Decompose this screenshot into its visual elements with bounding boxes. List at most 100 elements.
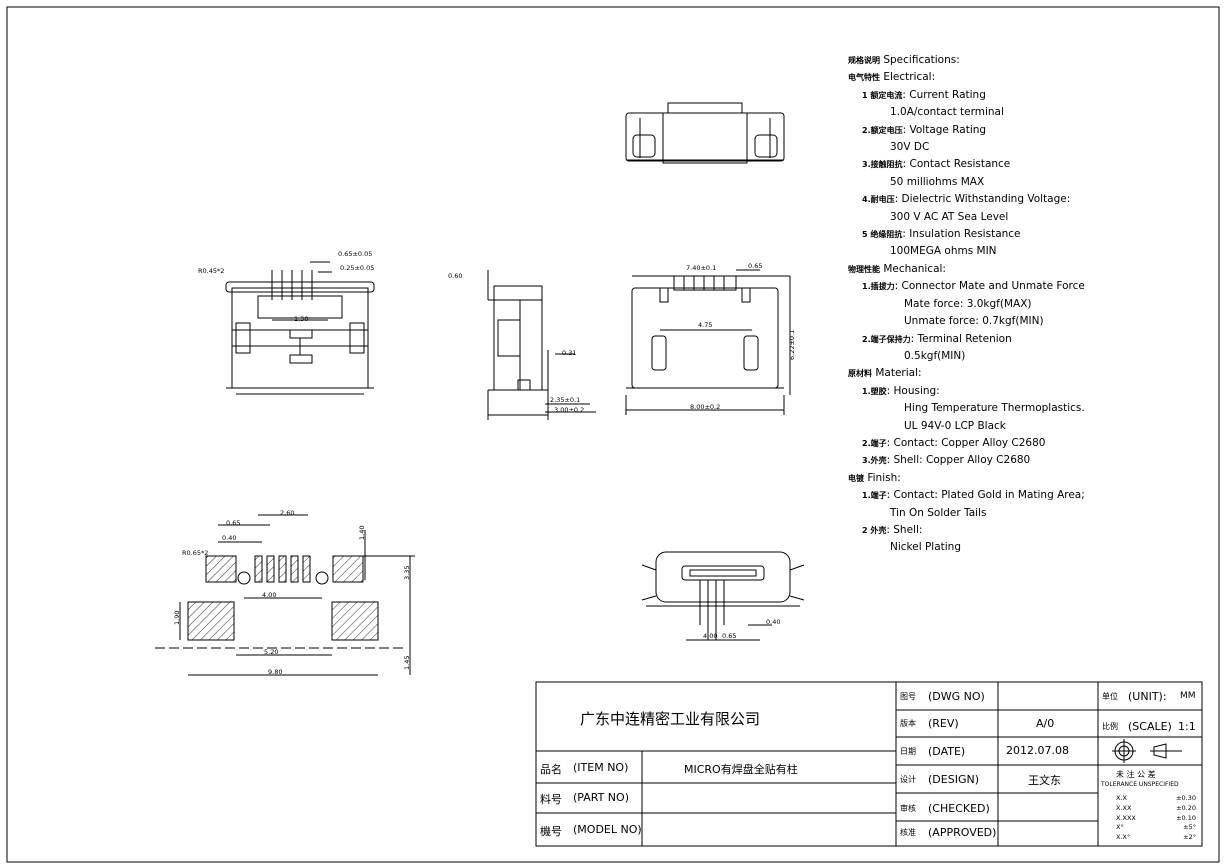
dim-profile-top: 0.60: [448, 272, 463, 280]
spec-line-cn: 物理性能: [848, 264, 880, 274]
scale-value: 1:1: [1178, 720, 1196, 733]
design-label-cn: 设计: [900, 775, 916, 784]
spec-line: 3.外壳: Shell: Copper Alloy C2680: [848, 452, 1108, 469]
spec-line-en: 30V DC: [890, 141, 930, 154]
spec-line: Tin On Solder Tails: [848, 505, 1108, 522]
spec-line-en: Current Rating: [909, 88, 986, 101]
spec-line-en: Finish:: [867, 471, 901, 484]
unit-label-en: (UNIT):: [1128, 690, 1167, 703]
spec-line-cn: 1.塑胶: [862, 386, 887, 396]
spec-line-sep: :: [902, 228, 910, 241]
sheet-border: [6, 6, 1220, 863]
spec-line: 0.5kgf(MIN): [848, 348, 1108, 365]
tolerance-row: X.X ±0.30: [1116, 794, 1196, 804]
dim-profile-31: 0.31: [562, 349, 577, 357]
spec-line-en: Insulation Resistance: [909, 228, 1021, 241]
spec-line-sep: :: [902, 123, 910, 136]
dim-pad-040: 0.40: [222, 534, 237, 542]
tolerance-value: ±0.10: [1176, 813, 1196, 822]
date-label-en: (DATE): [928, 745, 966, 758]
rev-value: A/0: [1036, 717, 1055, 730]
top-view: [625, 102, 785, 164]
spec-line-cn: 规格说明: [848, 56, 880, 65]
spec-line: 规格说明 Specifications:: [848, 52, 1108, 69]
dim-profile-235: 2.35±0.1: [550, 396, 581, 404]
title-block: [535, 681, 1203, 847]
spec-line-cn: 电气特性: [848, 73, 880, 83]
spec-line-en: Shell:: [893, 523, 923, 536]
spec-line: 2 外壳: Shell:: [848, 522, 1108, 539]
spec-line-en: Specifications:: [883, 54, 960, 66]
spec-line-en: Contact: Copper Alloy C2680: [893, 436, 1046, 449]
dim-pad-335: 3.35: [403, 565, 411, 580]
tolerance-row: X°±5°: [1116, 823, 1196, 833]
spec-line: UL 94V-0 LCP Black: [848, 418, 1108, 435]
dim-side-corner: R0.45*2: [198, 267, 225, 275]
spec-line-cn: 4.耐电压: [862, 195, 895, 205]
scale-label-cn: 比例: [1102, 722, 1118, 731]
specifications-block: 规格说明 Specifications:电气特性 Electrical:1 额定…: [848, 52, 1108, 557]
spec-line-en: Housing:: [893, 384, 940, 397]
tolerance-value: ±2°: [1183, 833, 1196, 842]
spec-line-en: Terminal Retenion: [917, 332, 1012, 345]
bottom-view: [641, 551, 805, 641]
spec-line-en: Connector Mate and Unmate Force: [901, 280, 1085, 293]
dim-side-width: 1.30: [294, 315, 309, 323]
spec-line-sep: :: [902, 158, 910, 171]
spec-line-en: Shell: Copper Alloy C2680: [893, 454, 1031, 467]
spec-line: 5 绝缘阻抗: Insulation Resistance: [848, 226, 1108, 243]
tolerance-key: X.XXX: [1116, 813, 1136, 822]
tolerance-row: X.XXX ±0.10: [1116, 814, 1196, 824]
dim-pad-r: R0.65*2: [182, 549, 209, 557]
spec-line: Unmate force: 0.7kgf(MIN): [848, 313, 1108, 330]
tolerance-key: X°: [1116, 823, 1124, 832]
dim-front-width: 8.00±0.2: [690, 403, 721, 411]
dim-front-065: 0.65: [748, 262, 763, 270]
tolerance-key: X.X: [1116, 794, 1127, 802]
dim-front-475: 4.75: [698, 321, 713, 329]
dim-pad-980: 9.80: [268, 668, 283, 676]
dim-profile-300: 3.00±0.2: [554, 406, 585, 414]
spec-line-cn: 3.接触阻抗: [862, 160, 903, 170]
tolerance-title-cn: 未 注 公 差: [1116, 770, 1156, 779]
spec-line-cn: 3.外壳: [862, 456, 887, 466]
dim-pad-140: 1.40: [358, 525, 366, 540]
item-no-label-en: (ITEM NO): [573, 761, 629, 774]
spec-line-en: Dielectric Withstanding Voltage:: [901, 193, 1071, 206]
spec-line: 30V DC: [848, 139, 1108, 156]
spec-line: 2.额定电压: Voltage Rating: [848, 122, 1108, 139]
spec-line: Hing Temperature Thermoplastics.: [848, 400, 1108, 417]
spec-line-en: Contact: Plated Gold in Mating Area;: [893, 489, 1085, 502]
spec-line: 2.端子: Contact: Copper Alloy C2680: [848, 435, 1108, 452]
spec-line: 1.0A/contact terminal: [848, 104, 1108, 121]
spec-line-sep: :: [886, 436, 894, 449]
scale-label-en: (SCALE): [1128, 720, 1172, 733]
tolerance-value: ±0.30: [1176, 794, 1196, 802]
tolerance-key: X.X°: [1116, 833, 1131, 842]
tolerance-key: X.XX: [1116, 803, 1132, 812]
spec-line-sep: :: [894, 193, 902, 206]
spec-line-cn: 2.端子保持力: [862, 334, 911, 344]
spec-line: 1 额定电流: Current Rating: [848, 87, 1108, 104]
spec-line-sep: :: [886, 454, 894, 467]
part-no-label-cn: 料号: [540, 793, 562, 806]
unit-value: MM: [1180, 691, 1196, 701]
spec-line-cn: 电镀: [848, 473, 864, 483]
dim-side-top-a: 0.65±0.05: [338, 250, 373, 258]
spec-line: 1.插拔力: Connector Mate and Unmate Force: [848, 278, 1108, 295]
spec-line: 100MEGA ohms MIN: [848, 243, 1108, 260]
spec-line: 电镀 Finish:: [848, 470, 1108, 487]
spec-line-cn: 1.插拔力: [862, 282, 895, 292]
spec-line-sep: :: [894, 280, 902, 293]
design-label-en: (DESIGN): [928, 773, 979, 786]
dim-front-height: 6.22±0.1: [788, 329, 796, 360]
dim-bot-400: 4.00: [703, 632, 718, 640]
profile-view: [487, 270, 596, 420]
spec-line-en: 300 V AC AT Sea Level: [890, 210, 1009, 223]
spec-line-en: Voltage Rating: [909, 123, 987, 136]
item-no-label-cn: 品名: [540, 763, 562, 776]
side-view: [225, 261, 375, 395]
dim-bot-065: 0.65: [722, 632, 737, 640]
company-name: 广东中连精密工业有限公司: [580, 710, 761, 728]
